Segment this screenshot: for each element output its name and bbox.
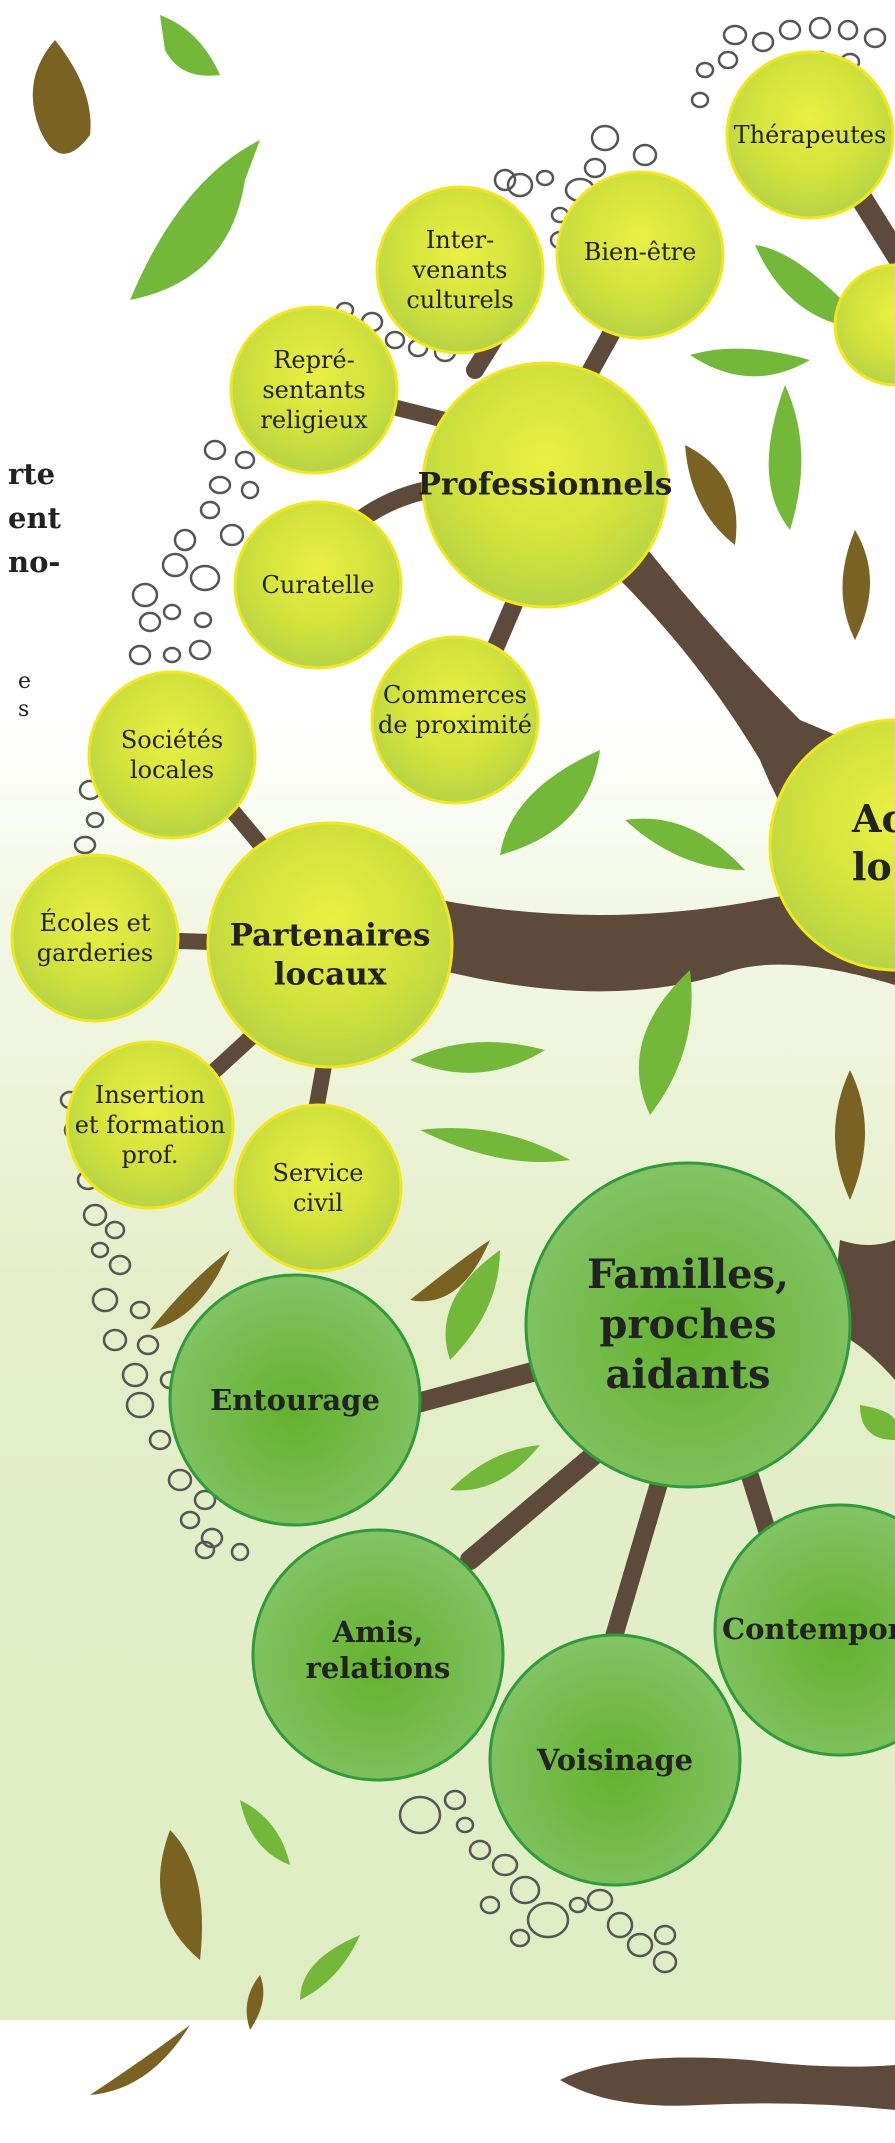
- node-label: Sociétés locales: [120, 726, 224, 784]
- node-contemporains-partial: Contempor: [722, 1612, 895, 1646]
- hub-label: Professionnels: [417, 466, 673, 503]
- partial-line: rte: [8, 457, 56, 491]
- hub-partenaires-locaux: Partenaires locaux: [230, 916, 431, 994]
- node-label: Insertion et formation prof.: [74, 1081, 226, 1169]
- left-partial-body: e s: [18, 668, 31, 724]
- node-service-civil: Service civil: [273, 1158, 364, 1218]
- node-curatelle: Curatelle: [261, 570, 374, 600]
- partial-line: no-: [8, 545, 61, 579]
- node-label: Commerces de proximité: [378, 681, 532, 739]
- node-label: Service civil: [272, 1159, 364, 1217]
- node-voisinage: Voisinage: [537, 1742, 693, 1778]
- partial-line: s: [18, 697, 30, 722]
- partial-line: e: [18, 669, 32, 694]
- node-ecoles-garderies: Écoles et garderies: [37, 908, 153, 968]
- node-entourage: Entourage: [210, 1382, 380, 1418]
- node-label: Repré- sentants religieux: [260, 346, 368, 434]
- node-label: Thérapeutes: [733, 121, 887, 149]
- hub-professionnels: Professionnels: [418, 466, 673, 505]
- left-partial-heading: rte ent no-: [8, 452, 61, 584]
- node-label: Inter- venants culturels: [406, 226, 514, 314]
- node-societes-locales: Sociétés locales: [121, 725, 223, 785]
- node-label: Contempor: [722, 1612, 895, 1646]
- hub-label: Ac lo: [852, 796, 895, 889]
- partial-line: ent: [8, 501, 61, 535]
- hub-label: Familles, proches aidants: [587, 1251, 789, 1398]
- node-label: Bien-être: [583, 238, 697, 266]
- leaves: [32, 15, 895, 2095]
- node-commerces-proximite: Commerces de proximité: [378, 680, 532, 740]
- node-representants-religieux: Repré- sentants religieux: [260, 345, 367, 435]
- green-circles: [168, 1161, 895, 1887]
- hub-acteurs-locaux-partial: Ac lo: [852, 795, 895, 890]
- node-label: Amis, relations: [305, 1614, 451, 1685]
- node-label: Curatelle: [261, 571, 375, 599]
- node-therapeutes: Thérapeutes: [734, 120, 887, 150]
- node-label: Écoles et garderies: [36, 909, 154, 967]
- yellow-circles: [10, 50, 895, 1273]
- node-label: Voisinage: [536, 1742, 694, 1777]
- node-amis-relations: Amis, relations: [306, 1614, 451, 1687]
- node-label: Entourage: [210, 1382, 380, 1417]
- hub-familles-proches-aidants: Familles, proches aidants: [587, 1250, 789, 1400]
- node-insertion-formation: Insertion et formation prof.: [75, 1080, 226, 1170]
- node-intervenants-culturels: Inter- venants culturels: [406, 225, 513, 315]
- node-bien-etre: Bien-être: [584, 237, 697, 267]
- hub-label: Partenaires locaux: [229, 917, 431, 992]
